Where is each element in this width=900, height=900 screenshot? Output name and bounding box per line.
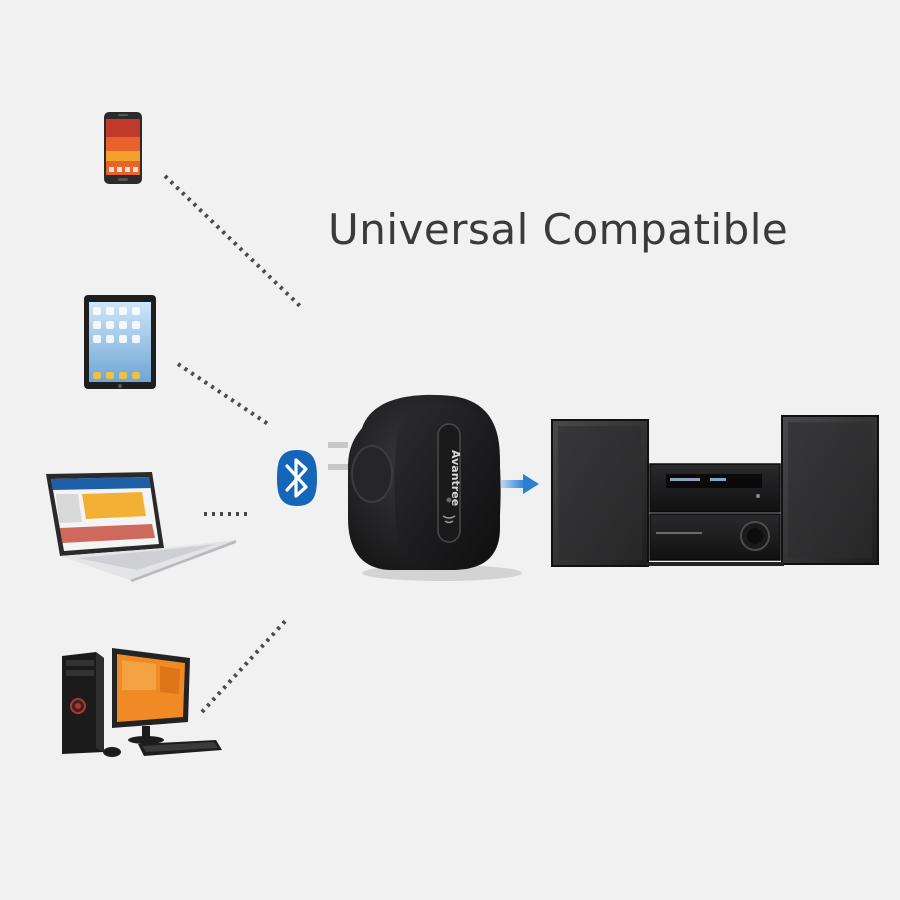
connector-phone <box>163 174 302 308</box>
connector-desktop <box>200 616 290 714</box>
laptop-icon <box>42 470 238 582</box>
smartphone-icon <box>103 111 143 185</box>
headline: Universal Compatible <box>328 205 789 254</box>
bluetooth-adapter <box>322 388 542 588</box>
connector-tablet <box>176 362 270 426</box>
arrow-right-icon <box>501 474 541 494</box>
desktop-computer-icon <box>60 644 226 760</box>
tablet-icon <box>83 294 157 390</box>
adapter-brand: Avantree <box>449 450 462 507</box>
stereo-system-icon <box>550 414 880 570</box>
bluetooth-icon <box>276 449 318 507</box>
